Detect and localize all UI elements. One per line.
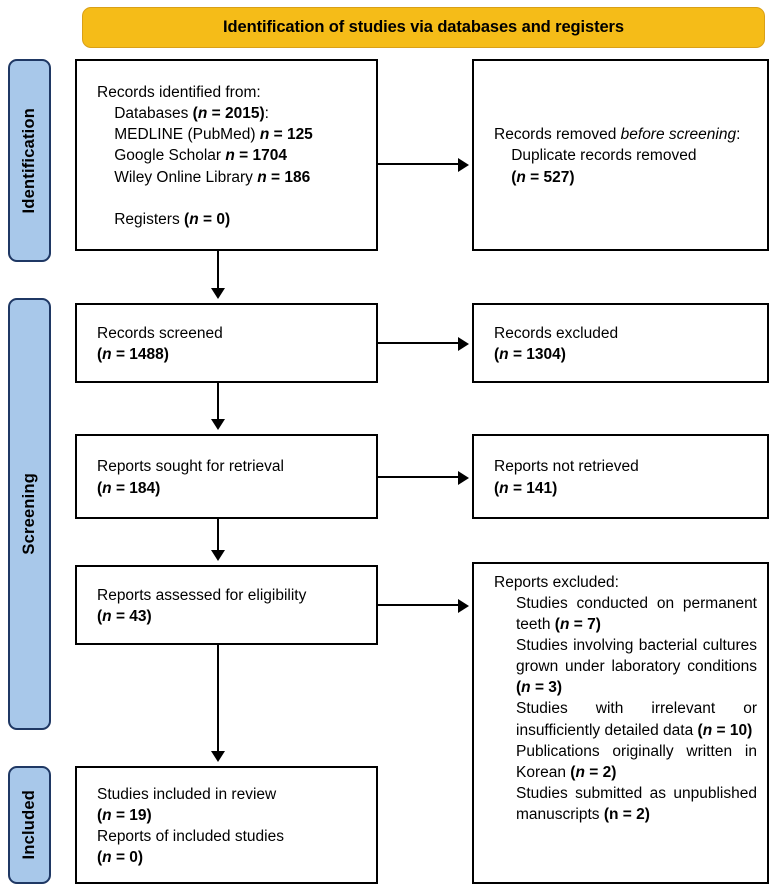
records-removed-text: Records removed before screening: Duplic… [494,126,741,186]
reports-assessed-text: Reports assessed for eligibility (n = 43… [97,586,307,625]
studies-included-text: Studies included in review (n = 19) Repo… [97,785,284,867]
connector-screened-to-sought [217,383,220,423]
phase-tab-screening: Screening [8,298,51,730]
reports-sought-text: Reports sought for retrieval (n = 184) [97,458,284,497]
arrowhead-down-4 [210,751,225,762]
phase-label-screening: Screening [20,473,38,555]
arrowhead-down-1 [210,288,225,299]
records-excluded-text: Records excluded (n = 1304) [494,324,619,363]
phase-tab-identification: Identification [8,59,51,262]
box-reports-sought: Reports sought for retrieval (n = 184) [75,434,378,519]
banner-title: Identification of studies via databases … [223,18,624,36]
connector-screened-to-excluded [378,342,458,345]
records-screened-text: Records screened (n = 1488) [97,324,223,363]
box-studies-included: Studies included in review (n = 19) Repo… [75,766,378,884]
arrowhead-down-2 [210,419,225,430]
diagram-banner: Identification of studies via databases … [82,7,765,48]
arrowhead-down-3 [210,550,225,561]
box-records-removed: Records removed before screening: Duplic… [472,59,769,251]
arrowhead-right-2 [458,336,469,351]
arrowhead-right-3 [458,470,469,485]
arrowhead-right-1 [458,157,469,172]
connector-identified-to-removed [378,163,458,166]
records-identified-text: Records identified from: Databases (n = … [97,84,313,228]
box-reports-excluded: Reports excluded:Studies conducted on pe… [472,562,769,884]
reports-excluded-text: Reports excluded:Studies conducted on pe… [494,574,757,823]
arrowhead-right-4 [458,598,469,613]
phase-label-included: Included [20,790,38,860]
connector-sought-to-assessed [217,519,220,554]
box-records-excluded: Records excluded (n = 1304) [472,303,769,383]
box-reports-assessed: Reports assessed for eligibility (n = 43… [75,565,378,645]
phase-label-identification: Identification [20,107,38,214]
connector-sought-to-notretrieved [378,476,458,479]
connector-assessed-to-included [217,645,220,755]
box-reports-not-retrieved: Reports not retrieved (n = 141) [472,434,769,519]
box-records-screened: Records screened (n = 1488) [75,303,378,383]
reports-not-retrieved-text: Reports not retrieved (n = 141) [494,458,639,497]
box-records-identified: Records identified from: Databases (n = … [75,59,378,251]
connector-identified-to-screened [217,251,220,292]
phase-tab-included: Included [8,766,51,884]
connector-assessed-to-repexcluded [378,604,458,607]
